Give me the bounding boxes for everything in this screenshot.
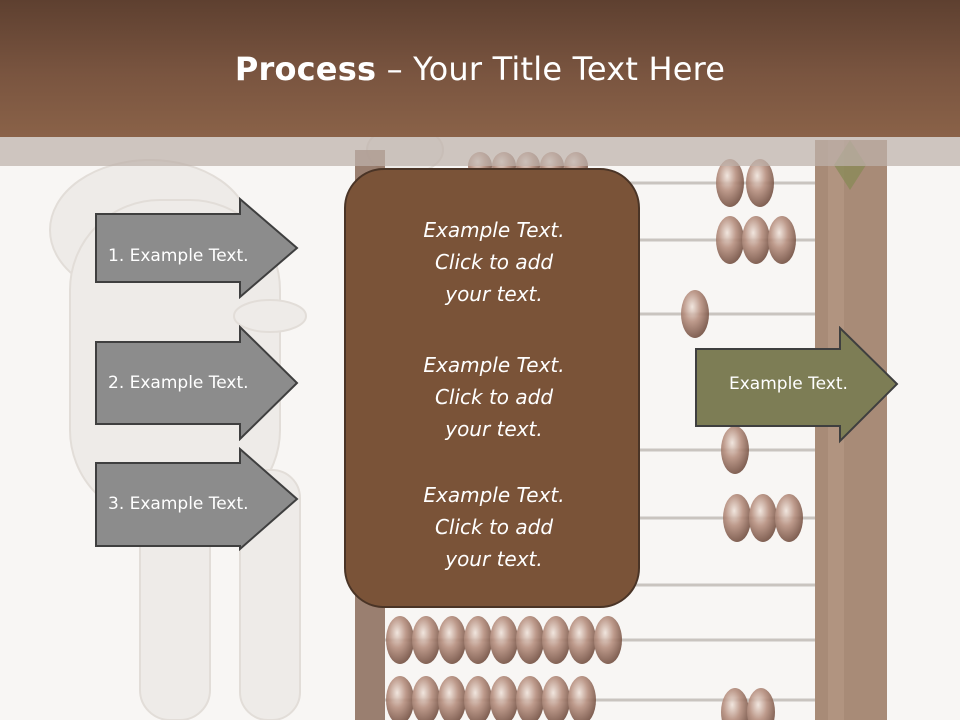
left-arrow-shape-2[interactable] [94,325,300,441]
left-arrow-label-2: 2. Example Text. [108,373,249,393]
left-arrow-label-1: 1. Example Text. [108,246,249,266]
title-rest: Your Title Text Here [413,49,726,88]
center-text-line: Example Text. [423,353,565,377]
title-separator: – [376,49,414,88]
right-arrow-label: Example Text. [729,374,848,394]
right-arrow-shape[interactable] [694,326,900,444]
center-text-line: your text. [445,547,543,571]
center-text-block-1: Example Text. Click to add your text. [346,214,642,310]
center-text-line: Example Text. [423,218,565,242]
center-text-block-3: Example Text. Click to add your text. [346,479,642,575]
left-arrow-shape-3[interactable] [94,447,300,551]
title-bar: Process – Your Title Text Here [0,0,960,137]
center-text-line: Click to add [434,515,554,539]
left-arrow-label-3: 3. Example Text. [108,494,249,514]
center-text-line: Example Text. [423,483,565,507]
center-text-line: Click to add [434,250,554,274]
center-text-block-2: Example Text. Click to add your text. [346,349,642,445]
center-text-line: your text. [445,282,543,306]
center-text-box[interactable]: Example Text. Click to add your text. Ex… [344,168,640,608]
title-underline-strip [0,137,960,166]
center-text-line: Click to add [434,385,554,409]
left-arrow-shape-1[interactable] [94,197,300,299]
slide-title[interactable]: Process – Your Title Text Here [235,50,725,88]
center-text-line: your text. [445,417,543,441]
title-bold-part: Process [234,49,377,88]
